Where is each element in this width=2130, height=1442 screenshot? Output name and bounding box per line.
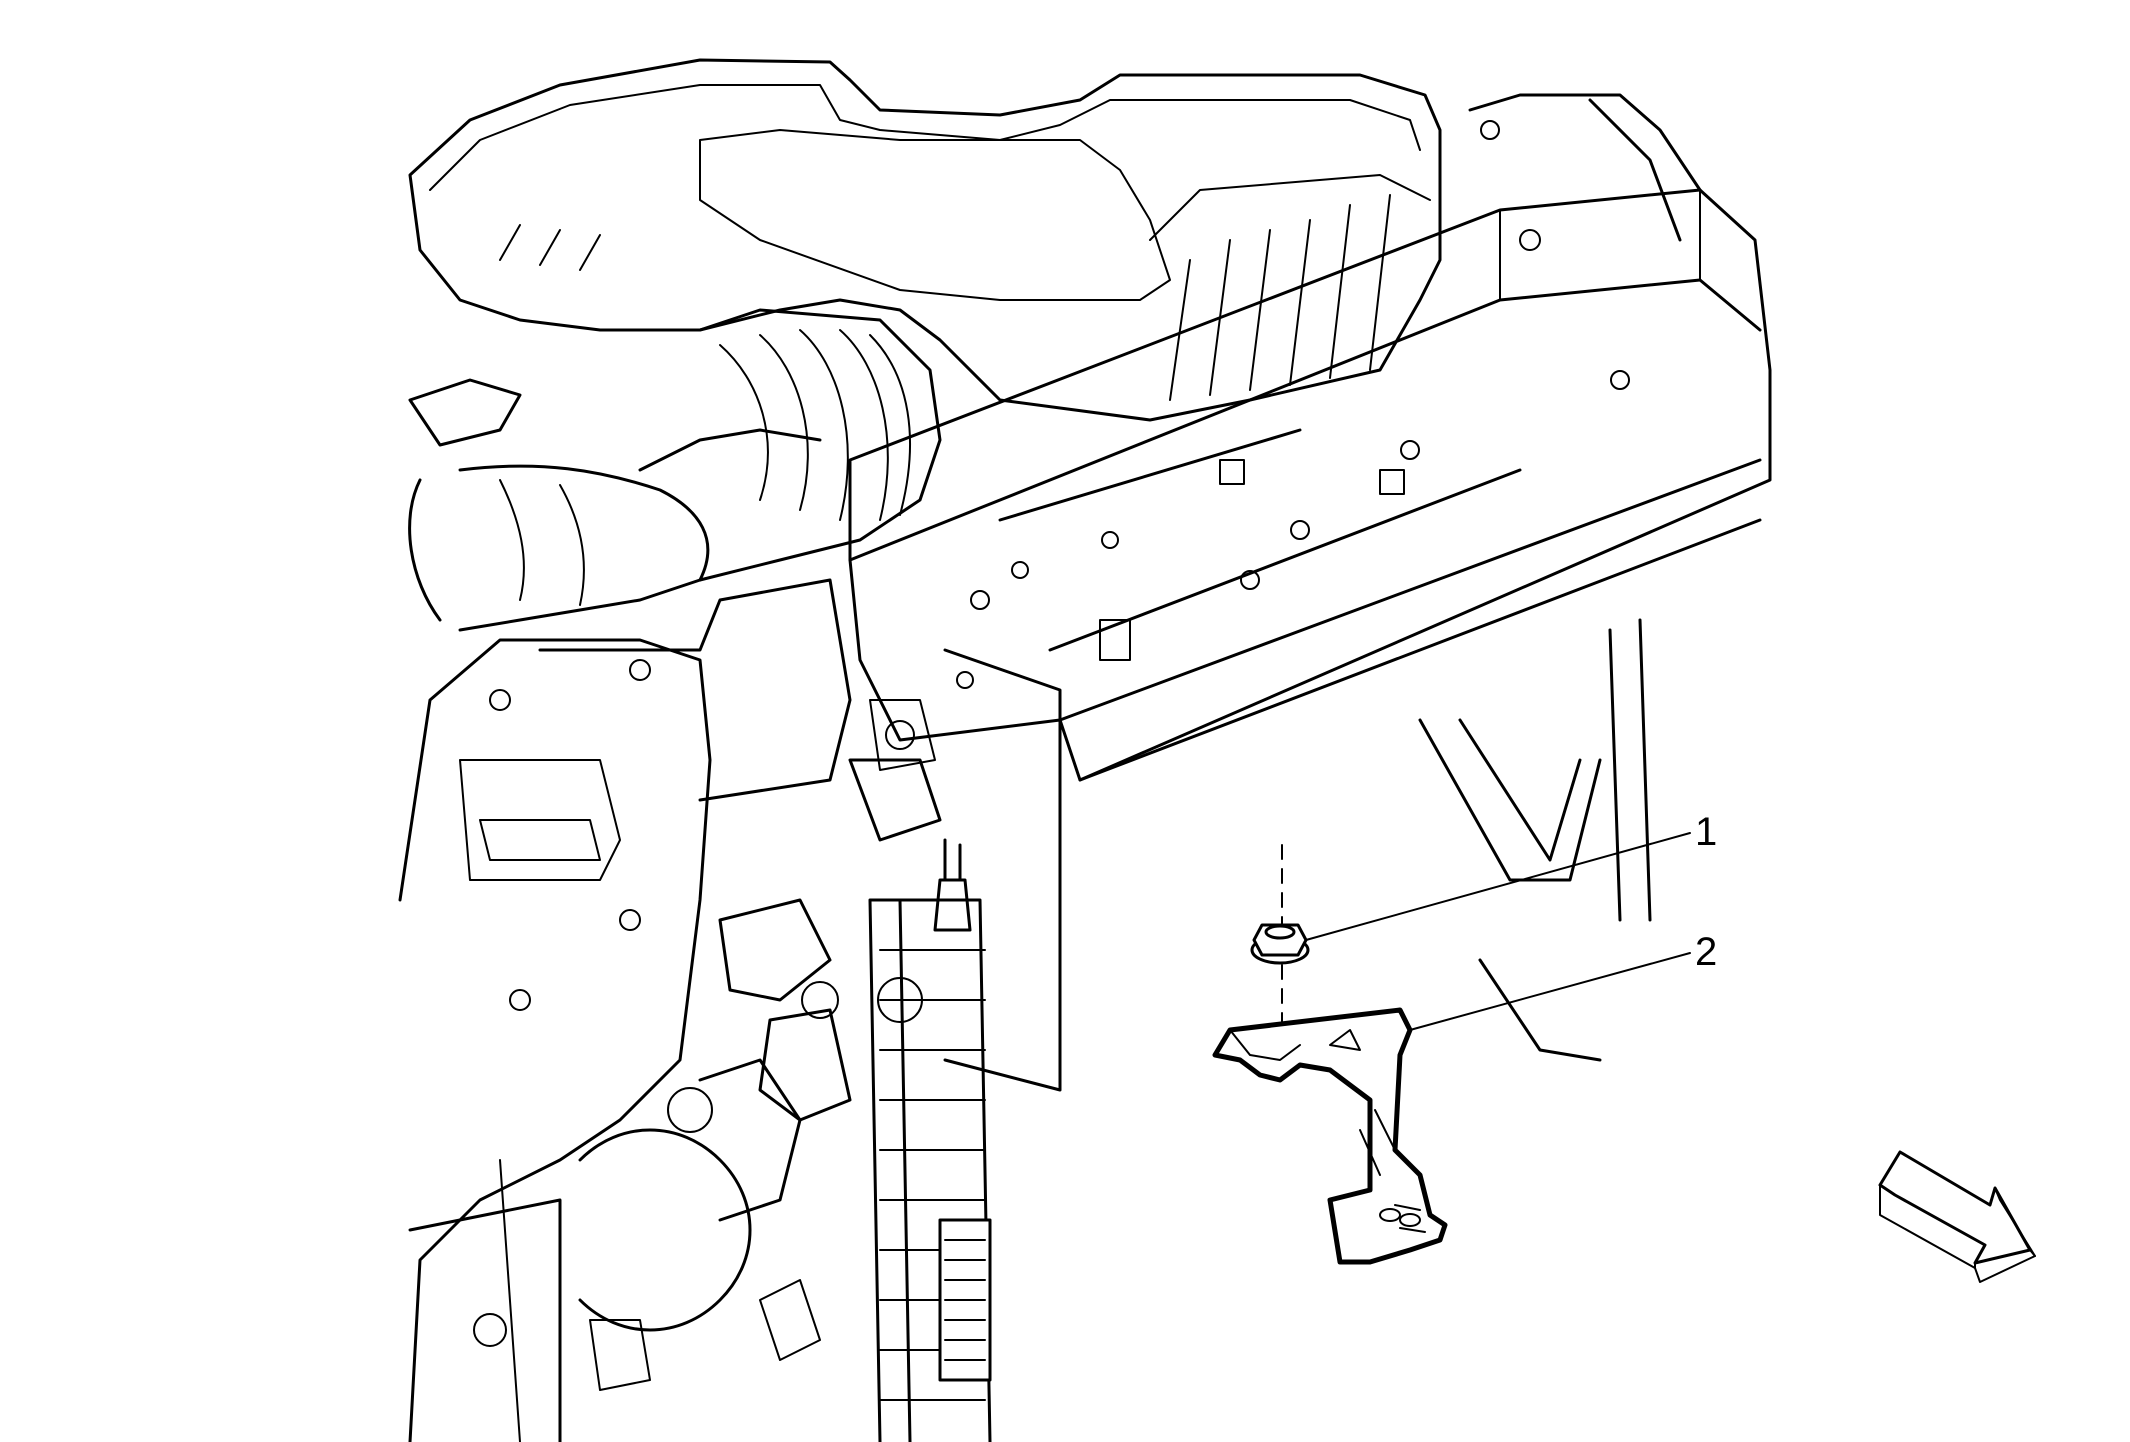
frame-rail <box>398 578 852 1442</box>
bracket <box>1212 1007 1448 1265</box>
view-direction-arrow-icon <box>1878 1150 2036 1283</box>
radiator-condenser <box>718 898 992 1442</box>
callout-1-label: 1 <box>1695 810 1717 854</box>
intake-duct <box>408 308 942 632</box>
mount-panel <box>848 648 1062 1092</box>
callout-2-leader <box>1409 952 1691 1031</box>
radiator-support <box>848 93 1772 782</box>
air-cleaner-housing <box>408 58 1442 422</box>
nut <box>1250 844 1310 1041</box>
callout-1-leader <box>1305 832 1691 941</box>
engine-lower-left <box>578 1058 821 1391</box>
lower-braces <box>1418 618 1652 1062</box>
callout-2-label: 2 <box>1695 930 1717 974</box>
